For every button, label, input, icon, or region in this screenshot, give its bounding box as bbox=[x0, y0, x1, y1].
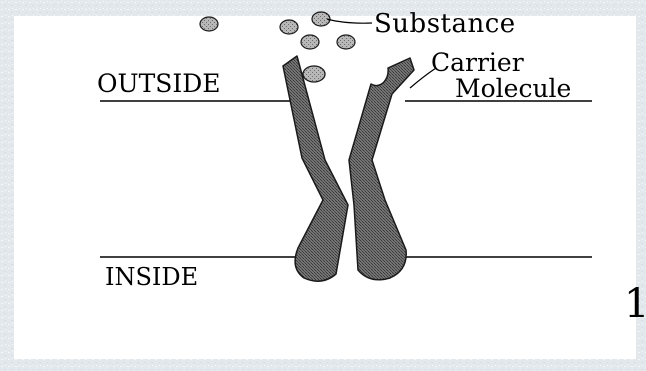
substance-particle-icon bbox=[279, 19, 299, 35]
slide-border-right bbox=[636, 0, 646, 371]
substance-particle-icon bbox=[311, 11, 331, 27]
slide-border-top bbox=[0, 0, 646, 16]
substance-pointer-line bbox=[326, 18, 373, 24]
outside-label: OUTSIDE bbox=[97, 69, 221, 98]
substance-particle-icon bbox=[199, 16, 219, 32]
carrier-label: Carrier bbox=[431, 48, 524, 77]
carrier-pointer-line bbox=[409, 67, 437, 89]
slide-border-left bbox=[0, 0, 14, 371]
slide-border-bottom bbox=[0, 359, 646, 371]
inside-label: INSIDE bbox=[105, 263, 198, 291]
carrier-protein-right-icon bbox=[348, 57, 415, 281]
carrier-protein-left-icon bbox=[282, 55, 349, 282]
substance-label: Substance bbox=[374, 9, 516, 39]
molecule-label: Molecule bbox=[455, 74, 571, 103]
substance-particle-icon bbox=[336, 34, 356, 50]
substance-particle-icon bbox=[300, 34, 320, 50]
slide-number: 1 bbox=[624, 281, 646, 327]
bound-substance-particle-icon bbox=[302, 65, 326, 83]
